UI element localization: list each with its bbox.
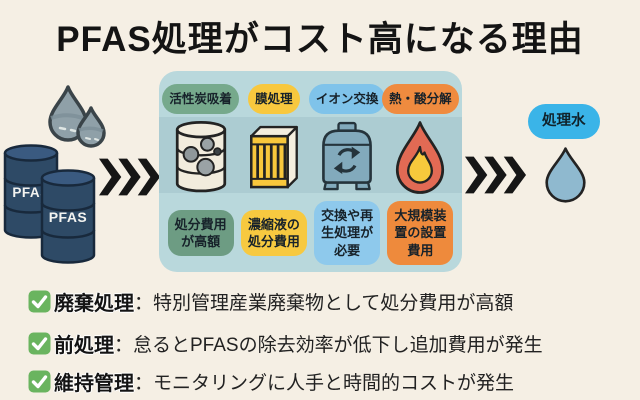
method-cost-label: 処分費用が高額 bbox=[167, 209, 234, 257]
barrel-label-back: PFAS bbox=[12, 185, 49, 200]
flow-arrows-right-icon bbox=[465, 156, 527, 194]
method-cost-label: 交換や再生処理が必要 bbox=[314, 201, 381, 265]
method-column-membrane: 膜処理 濃縮液の処分費用 bbox=[237, 84, 310, 272]
method-pill: 膜処理 bbox=[248, 84, 300, 114]
flow-arrows-left-icon bbox=[99, 158, 161, 196]
method-cost-label: 大規模装置の設置費用 bbox=[387, 201, 454, 265]
check-icon bbox=[28, 370, 51, 392]
treated-water-drop-icon bbox=[545, 147, 586, 203]
method-pill: 熱・酸分解 bbox=[382, 84, 459, 114]
bullet-term: 前処理 bbox=[54, 334, 114, 357]
drum-icon bbox=[175, 120, 226, 193]
method-column-activated-carbon: 活性炭吸着 処分費用が高額 bbox=[162, 84, 239, 272]
contaminated-water-drops-icon bbox=[48, 85, 106, 148]
page-title: PFAS処理がコスト高になる理由 bbox=[56, 20, 584, 59]
treated-water-pill: 処理水 bbox=[528, 104, 600, 139]
check-icon bbox=[28, 332, 51, 354]
method-pill: イオン交換 bbox=[308, 84, 386, 114]
treatment-box: 活性炭吸着 処分費用が高額 膜処理 bbox=[159, 71, 462, 272]
flame-icon bbox=[396, 121, 445, 194]
bullet-term: 廃棄処理 bbox=[54, 292, 134, 315]
method-column-thermal: 熱・酸分解 大規模装置の設置費用 bbox=[382, 84, 459, 272]
pfas-barrels-icon: PFAS PFAS bbox=[3, 144, 96, 264]
bullet-row-pretreatment: 前処理：怠るとPFASの除去効率が低下し追加費用が発生 bbox=[28, 329, 543, 357]
check-icon bbox=[28, 290, 51, 312]
bullet-desc: ：怠るとPFASの除去効率が低下し追加費用が発生 bbox=[114, 334, 543, 356]
membrane-filter-icon bbox=[249, 125, 298, 189]
bullet-row-maintenance: 維持管理：モニタリングに人手と時間的コストが発生 bbox=[28, 367, 514, 395]
method-column-ion-exchange: イオン交換 交換や再生処理が必要 bbox=[308, 84, 386, 272]
barrel-label-front: PFAS bbox=[49, 209, 88, 225]
method-pill: 活性炭吸着 bbox=[162, 84, 239, 114]
bullet-desc: ：モニタリングに人手と時間的コストが発生 bbox=[134, 372, 515, 394]
bullet-row-disposal: 廃棄処理：特別管理産業廃棄物として処分費用が高額 bbox=[28, 287, 513, 315]
ion-exchange-tank-icon bbox=[322, 121, 373, 191]
method-cost-label: 濃縮液の処分費用 bbox=[240, 209, 307, 257]
bullet-term: 維持管理 bbox=[54, 372, 134, 395]
bullet-desc: ：特別管理産業廃棄物として処分費用が高額 bbox=[134, 292, 514, 314]
